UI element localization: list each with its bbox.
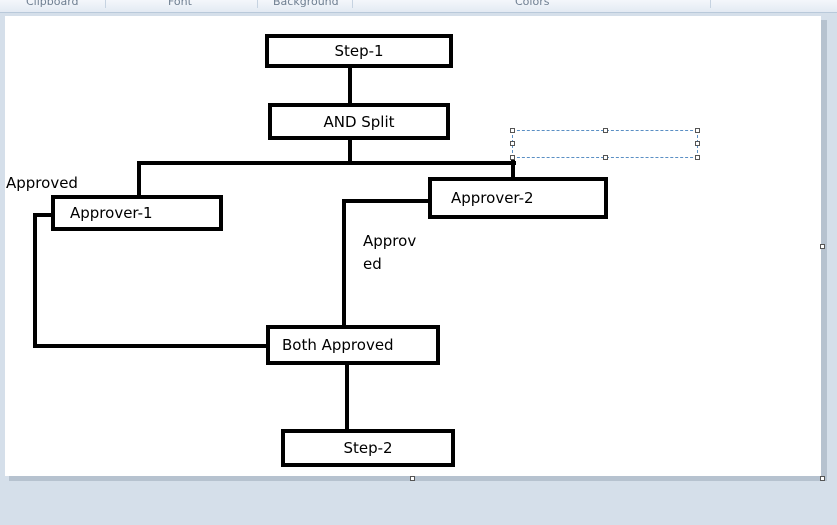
approver1-label: Approver-1: [70, 204, 153, 222]
canvas-resize-handle-bottom[interactable]: [410, 476, 415, 481]
approver2-label: Approver-2: [451, 189, 534, 207]
approved-label-right-line1: Approv: [363, 232, 417, 250]
ribbon-separator: [710, 0, 711, 8]
canvas-resize-handle-right[interactable]: [820, 244, 825, 249]
step2-box[interactable]: Step-2: [281, 429, 455, 467]
connector-to-both-approved-left: [33, 344, 271, 348]
step1-box[interactable]: Step-1: [265, 34, 453, 68]
and-split-label: AND Split: [323, 112, 395, 131]
ribbon-strip: Clipboard Font Background Colors: [0, 0, 837, 13]
ribbon-group-background: Background: [273, 0, 339, 8]
ribbon-group-colors: Colors: [515, 0, 550, 8]
selection-handle-bottom-right[interactable]: [695, 155, 700, 160]
connector-approver1-down: [33, 213, 37, 348]
selection-handle-left[interactable]: [510, 141, 515, 146]
selection-handle-right[interactable]: [695, 141, 700, 146]
selection-handle-top-right[interactable]: [695, 128, 700, 133]
selection-handle-bottom[interactable]: [603, 155, 608, 160]
ribbon-group-font: Font: [168, 0, 192, 8]
connector-horizontal-branch: [138, 161, 516, 165]
canvas-resize-handle-corner[interactable]: [820, 476, 825, 481]
connector-both-to-step2: [345, 363, 349, 433]
ribbon-separator: [105, 0, 106, 8]
connector-step1-to-split: [348, 66, 352, 105]
both-approved-label: Both Approved: [282, 336, 394, 354]
ribbon-separator: [257, 0, 258, 8]
selection-handle-bottom-left[interactable]: [510, 155, 515, 160]
connector-approver2-left: [342, 199, 432, 203]
connector-to-approver2: [511, 156, 515, 180]
step1-label: Step-1: [334, 42, 384, 60]
ribbon-group-clipboard: Clipboard: [26, 0, 79, 8]
connector-to-approver1: [137, 161, 141, 197]
connector-split-down: [348, 138, 352, 164]
ribbon-separator: [352, 0, 353, 8]
selection-handle-top-left[interactable]: [510, 128, 515, 133]
approver2-box[interactable]: Approver-2: [428, 177, 608, 219]
connector-approver1-left: [33, 213, 53, 217]
approver1-box[interactable]: Approver-1: [51, 195, 223, 231]
approved-label-left: Approved: [6, 174, 78, 192]
drawing-canvas[interactable]: [5, 16, 821, 476]
approved-label-right-line2: ed: [363, 255, 382, 273]
text-selection-box[interactable]: [512, 130, 698, 158]
both-approved-box[interactable]: Both Approved: [266, 325, 440, 365]
step2-label: Step-2: [343, 439, 393, 457]
selection-handle-top[interactable]: [603, 128, 608, 133]
connector-approver2-down: [342, 199, 346, 327]
and-split-box[interactable]: AND Split: [268, 103, 450, 140]
